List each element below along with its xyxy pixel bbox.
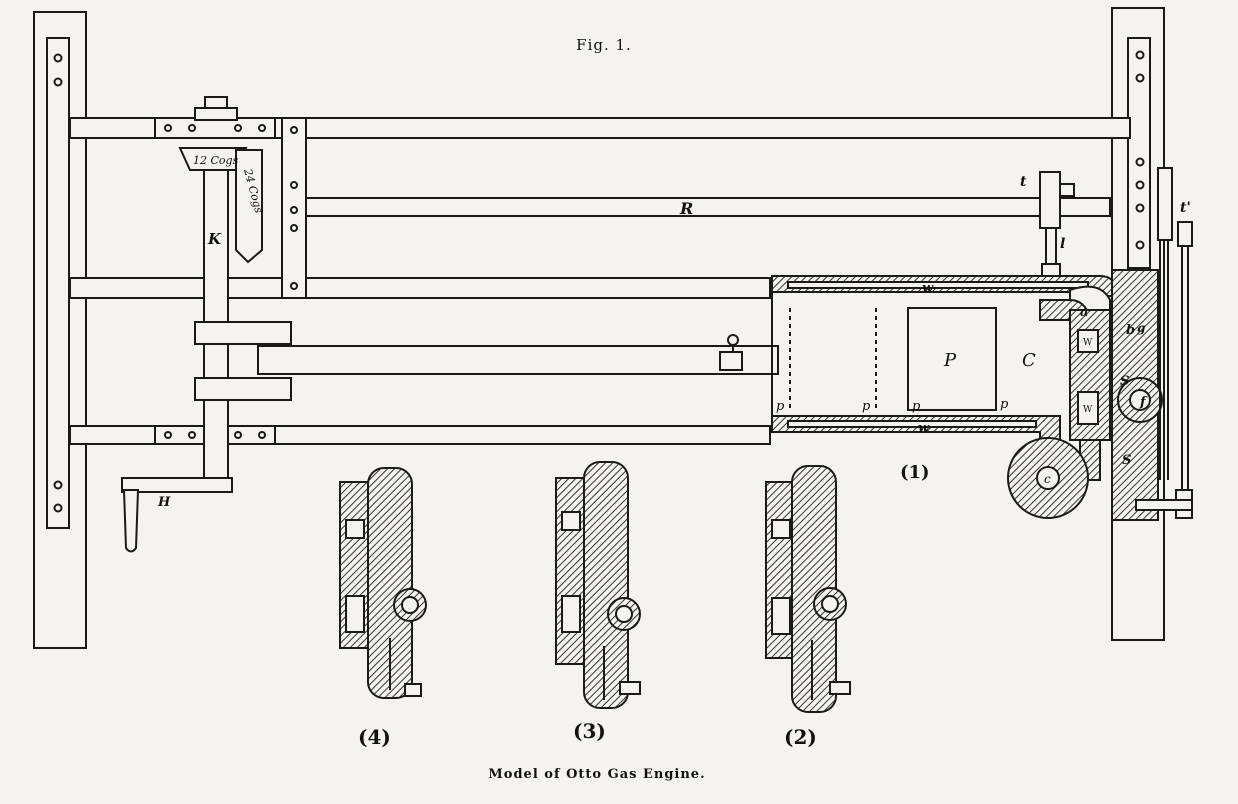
s-upper-label: S — [1120, 374, 1129, 389]
position-4-label: (4) — [358, 725, 391, 749]
valve-w1-label: W — [1083, 338, 1093, 348]
valve-housing — [1069, 269, 1163, 521]
p-mark-1: p — [776, 399, 785, 414]
valve-position-4 — [339, 467, 427, 699]
t-prime-label: t' — [1180, 200, 1191, 216]
valve-w2-label: W — [1083, 405, 1093, 415]
f-label: f — [1139, 395, 1148, 410]
b-label: b — [1126, 323, 1135, 338]
chamber-c-label: C — [1022, 350, 1036, 371]
crank-shaft — [194, 96, 779, 491]
rod-fittings — [1039, 171, 1075, 277]
valve-position-2 — [765, 465, 851, 713]
piston-p-label: P — [943, 350, 957, 371]
crank-handle — [121, 477, 233, 553]
left-upright — [33, 11, 87, 649]
rod-coupling — [719, 334, 743, 371]
position-2-label: (2) — [784, 725, 817, 749]
cylinder-casing — [771, 275, 1116, 519]
p-mark-2: p — [862, 399, 871, 414]
k-label: K — [207, 230, 222, 248]
cogs-12-label: 12 Cogs — [193, 154, 239, 167]
position-1-label: (1) — [900, 462, 930, 483]
cog-gears — [178, 147, 263, 264]
figure-title: Fig. 1. — [576, 36, 632, 54]
s-lower-label: S — [1122, 453, 1131, 468]
valve-position-3 — [555, 461, 641, 709]
p-mark-3: p — [912, 399, 921, 414]
position-3-label: (3) — [573, 719, 606, 743]
piston — [789, 307, 997, 411]
l-label: l — [1060, 236, 1065, 252]
t-label: t — [1020, 174, 1027, 190]
p-mark-4: p — [1000, 397, 1009, 412]
g-label: g — [1137, 321, 1145, 335]
w-top-label: w — [922, 281, 934, 296]
c-port-label: c — [1044, 472, 1051, 486]
valve-linkage — [1135, 167, 1193, 519]
figure-caption: Model of Otto Gas Engine. — [488, 767, 705, 782]
w-bottom-label: w — [918, 421, 930, 436]
h-label: H — [157, 495, 171, 510]
r-label: R — [679, 199, 693, 218]
a-label: a — [1080, 305, 1088, 320]
